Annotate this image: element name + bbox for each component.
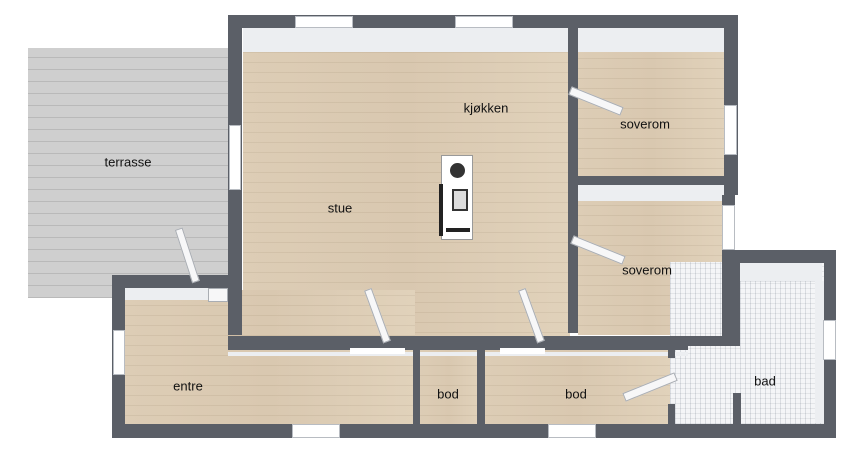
room-label-stue: stue — [327, 200, 353, 216]
terrace-deck — [28, 48, 228, 298]
wall-face — [578, 28, 724, 52]
wall — [728, 250, 835, 263]
wall — [686, 336, 740, 346]
kitchen-island — [439, 155, 473, 240]
room-label-entre: entre — [173, 378, 203, 394]
door[interactable] — [208, 288, 228, 302]
wall-face — [125, 288, 230, 300]
wall — [228, 336, 688, 350]
wall-face — [740, 263, 822, 281]
room-label-bad: bad — [754, 373, 776, 389]
wall — [477, 336, 485, 426]
wall — [112, 275, 242, 288]
wall — [733, 393, 741, 426]
floor-bod-1 — [418, 350, 480, 425]
window — [295, 16, 353, 28]
wall-face — [243, 28, 570, 52]
wall — [668, 404, 675, 426]
window — [724, 105, 737, 155]
wall — [413, 336, 420, 426]
oven-icon — [452, 189, 468, 211]
room-label-bod: bod — [437, 386, 459, 402]
floor-entre — [125, 290, 415, 425]
wall — [568, 28, 578, 333]
wall-face — [578, 185, 724, 201]
counter-edge — [439, 184, 443, 236]
room-label-kjokken: kjøkken — [463, 100, 509, 116]
window — [722, 205, 735, 250]
room-label-soverom: soverom — [620, 116, 670, 132]
window — [292, 424, 340, 438]
window — [548, 424, 596, 438]
wall-face — [815, 281, 825, 423]
opening — [500, 348, 545, 354]
room-label-bod: bod — [565, 386, 587, 402]
room-label-terrasse: terrasse — [104, 154, 152, 170]
wall — [668, 346, 675, 358]
window — [455, 16, 513, 28]
wall — [578, 176, 738, 185]
floor-soverom-1 — [578, 40, 726, 178]
wall — [112, 424, 836, 438]
wall-face — [228, 352, 688, 356]
window — [229, 125, 241, 190]
window — [823, 320, 836, 360]
sink-icon — [446, 228, 470, 232]
room-label-soverom: soverom — [622, 262, 672, 278]
opening — [350, 348, 405, 354]
wall — [728, 250, 740, 345]
cooktop-icon — [450, 163, 465, 178]
window — [113, 330, 125, 375]
